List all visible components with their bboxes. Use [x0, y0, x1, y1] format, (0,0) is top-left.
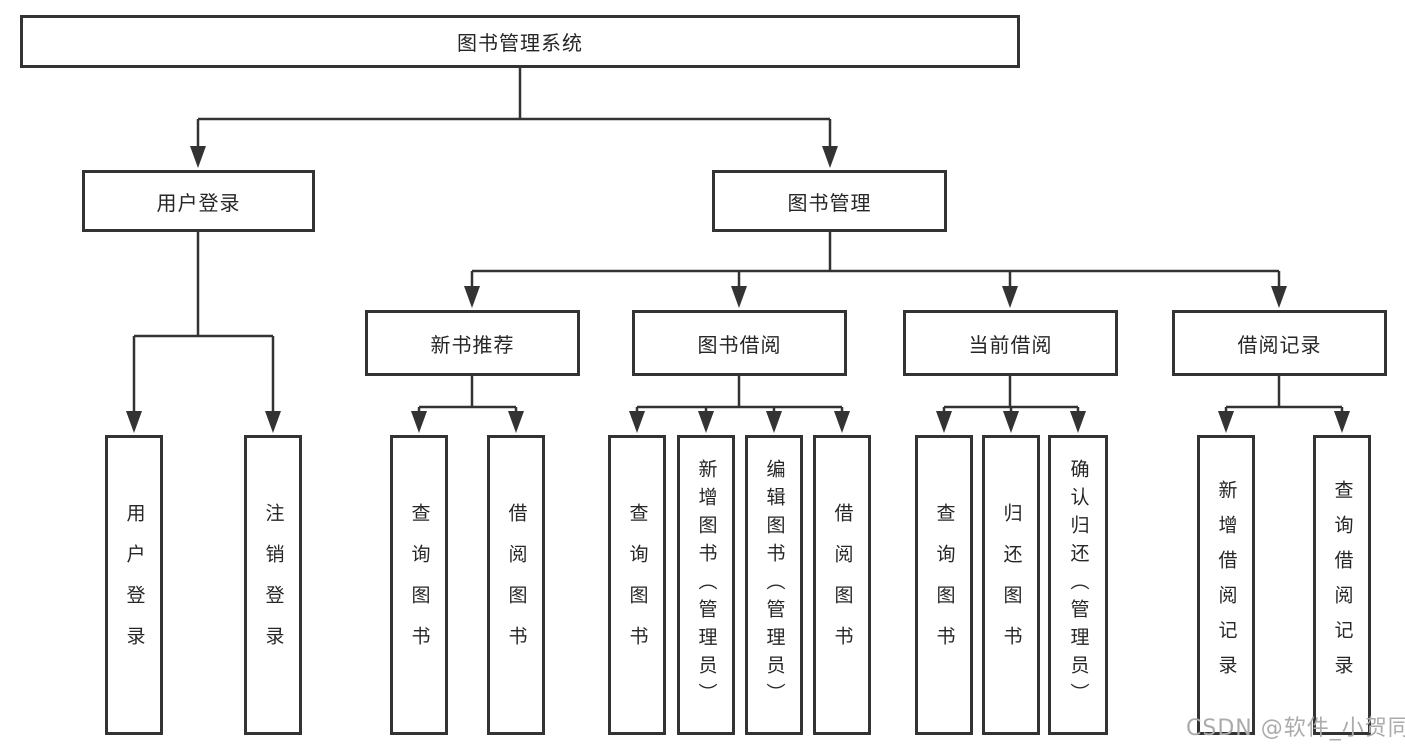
leaf-records-add-borrow-record: 新增借阅记录 — [1197, 435, 1255, 735]
node-borrowing-records: 借阅记录 — [1172, 310, 1387, 376]
leaf-borrow-add-book-admin-label: 新增图书（管理员） — [695, 459, 718, 711]
leaf-newbooks-borrow-books: 借阅图书 — [487, 435, 545, 735]
leaf-borrow-borrow-books: 借阅图书 — [813, 435, 871, 735]
node-user-login: 用户登录 — [82, 170, 315, 232]
leaf-current-query-books: 查询图书 — [915, 435, 973, 735]
leaf-borrow-edit-book-admin: 编辑图书（管理员） — [745, 435, 803, 735]
node-new-book-recommendation-label: 新书推荐 — [430, 332, 515, 357]
node-user-login-label: 用户登录 — [156, 190, 241, 215]
leaf-logout-label: 注销登录 — [262, 503, 285, 667]
leaf-borrow-edit-book-admin-label: 编辑图书（管理员） — [763, 459, 786, 711]
node-book-borrowing: 图书借阅 — [632, 310, 847, 376]
node-root-label: 图书管理系统 — [457, 31, 583, 55]
node-book-management: 图书管理 — [712, 170, 947, 232]
leaf-newbooks-query-books: 查询图书 — [390, 435, 448, 735]
leaf-logout: 注销登录 — [244, 435, 302, 735]
leaf-newbooks-query-books-label: 查询图书 — [408, 503, 431, 667]
node-root: 图书管理系统 — [20, 15, 1020, 68]
leaf-records-add-borrow-record-label: 新增借阅记录 — [1215, 480, 1238, 690]
leaf-current-query-books-label: 查询图书 — [933, 503, 956, 667]
leaf-current-return-books-label: 归还图书 — [1000, 503, 1023, 667]
node-new-book-recommendation: 新书推荐 — [365, 310, 580, 376]
leaf-borrow-borrow-books-label: 借阅图书 — [831, 503, 854, 667]
node-book-borrowing-label: 图书借阅 — [697, 332, 782, 357]
leaf-user-login: 用户登录 — [105, 435, 163, 735]
node-borrowing-records-label: 借阅记录 — [1237, 332, 1322, 357]
leaf-current-confirm-return-admin-label: 确认归还（管理员） — [1067, 459, 1090, 711]
leaf-borrow-add-book-admin: 新增图书（管理员） — [677, 435, 735, 735]
arrowheads — [126, 146, 1350, 433]
node-current-borrowing: 当前借阅 — [903, 310, 1118, 376]
leaf-newbooks-borrow-books-label: 借阅图书 — [505, 503, 528, 667]
watermark: CSDN @软件_小贺同学 — [1186, 716, 1405, 741]
node-book-management-label: 图书管理 — [787, 190, 872, 215]
leaf-user-login-label: 用户登录 — [123, 503, 146, 667]
leaf-current-return-books: 归还图书 — [982, 435, 1040, 735]
leaf-records-query-borrow-record: 查询借阅记录 — [1313, 435, 1371, 735]
leaf-borrow-query-books: 查询图书 — [608, 435, 666, 735]
node-current-borrowing-label: 当前借阅 — [968, 332, 1053, 357]
leaf-borrow-query-books-label: 查询图书 — [626, 503, 649, 667]
leaf-records-query-borrow-record-label: 查询借阅记录 — [1331, 480, 1354, 690]
leaf-current-confirm-return-admin: 确认归还（管理员） — [1048, 435, 1108, 735]
